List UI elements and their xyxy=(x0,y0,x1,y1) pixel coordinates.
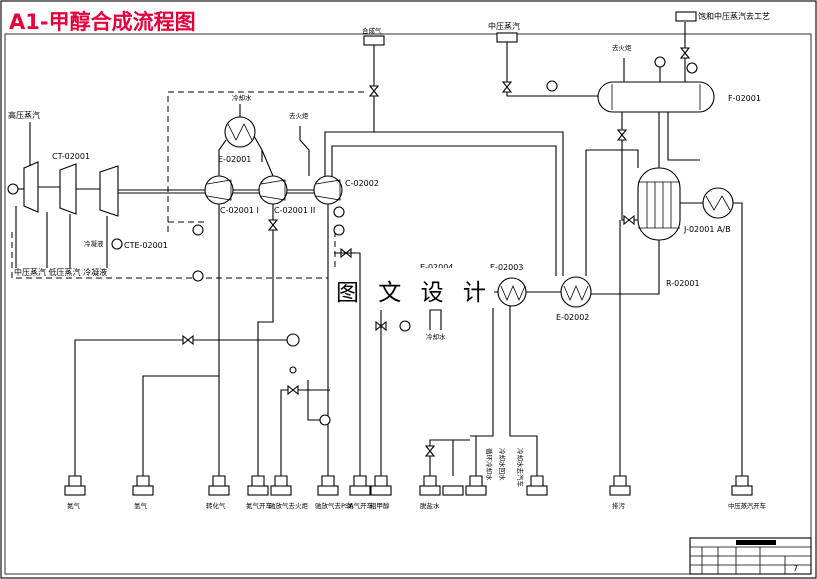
terminal-sat-steam-box xyxy=(675,11,697,22)
exchanger-e02003 xyxy=(497,277,527,307)
label-vert-1: 循环冷却水 xyxy=(485,448,494,481)
terminal-mp-steam-startup xyxy=(731,475,753,496)
intercooler-e02001 xyxy=(224,116,256,148)
label-bottom-steam: 中压蒸汽 低压蒸汽 冷凝液 xyxy=(14,267,107,277)
terminal-crude-methanol xyxy=(370,475,392,496)
terminal-label-8: 脱盐水 xyxy=(420,501,440,510)
label-r02001: R-02001 xyxy=(666,279,700,288)
terminal-mp-steam-box xyxy=(496,32,518,43)
title-block xyxy=(689,537,812,575)
label-c02002: C-02002 xyxy=(345,179,379,188)
terminal-nitrogen-startup-2 xyxy=(349,475,371,496)
label-e02001: E-02001 xyxy=(218,155,251,164)
label-to-torch-top: 去火炬 xyxy=(289,111,309,120)
steam-drum-f02001 xyxy=(597,81,715,113)
label-ct02001: CT-02001 xyxy=(52,152,90,161)
terminal-reformed-gas xyxy=(208,475,230,496)
label-e02004: E-02004 xyxy=(420,263,453,272)
terminal-label-1: 氢气 xyxy=(134,501,148,510)
terminal-label-6: 氮气开车 xyxy=(347,501,374,510)
compressor-c02001-stage-1 xyxy=(204,175,234,205)
terminal-label-4: 驰放气去火炬 xyxy=(269,501,309,510)
terminal-demineralized-water xyxy=(419,475,487,496)
reactor-r02001 xyxy=(637,167,681,241)
diagram-title: A1-甲醇合成流程图 xyxy=(9,10,196,34)
label-cte02001: CTE-02001 xyxy=(124,241,168,250)
label-mp-steam: 中压蒸汽 xyxy=(488,21,520,31)
terminal-label-0: 氮气 xyxy=(67,501,81,510)
label-syngas: 合成气 xyxy=(362,26,382,35)
inner-border xyxy=(4,33,812,575)
label-c02001-2: C-02001 II xyxy=(274,206,315,215)
label-c02001-1: C-02001 I xyxy=(220,206,259,215)
label-e02003: E-02003 xyxy=(490,263,523,272)
exchanger-e02002 xyxy=(560,276,592,308)
terminal-label-10: 中压蒸汽开车 xyxy=(728,501,767,510)
label-vert-3: 冷却水去汽车 xyxy=(516,448,525,488)
pump-j02001 xyxy=(702,187,734,219)
sheet-number: 7 xyxy=(793,564,798,573)
terminal-label-5: 驰放气去PSA xyxy=(315,501,354,510)
compressor-c02002 xyxy=(313,175,343,205)
dashed-control-loop-left xyxy=(11,232,336,279)
label-cooling-water-top: 冷却水 xyxy=(232,93,252,102)
label-j02001: J-02001 A/B xyxy=(683,225,731,234)
label-f02001: F-02001 xyxy=(728,94,761,103)
label-cooling-water-mid: 冷却水 xyxy=(426,332,446,341)
label-to-torch-drum: 去火炬 xyxy=(612,43,632,52)
label-vert-2: 冷却水回水 xyxy=(498,448,507,481)
compressor-c02001-stage-2 xyxy=(258,175,288,205)
terminal-nitrogen-startup xyxy=(247,475,269,496)
terminal-label-2: 转化气 xyxy=(206,501,226,510)
watermark-backing xyxy=(328,268,494,308)
label-condensate-small: 冷凝液 xyxy=(84,239,104,248)
terminal-label-9: 排污 xyxy=(612,501,626,510)
terminal-nitrogen xyxy=(64,475,86,496)
terminal-purge-to-psa xyxy=(317,475,339,496)
terminal-cooling-return xyxy=(526,475,548,496)
dashed-control-loop-top xyxy=(167,91,365,232)
terminal-syngas-box xyxy=(363,35,385,46)
terminal-hydrogen xyxy=(132,475,154,496)
terminal-purge-to-torch xyxy=(270,475,292,496)
label-high-pressure-steam: 高压蒸汽 xyxy=(8,110,40,120)
valve-syngas xyxy=(368,85,380,97)
watermark-text: 图 文 设 计 xyxy=(336,280,492,306)
steam-turbine-ct02001 xyxy=(7,161,119,217)
terminal-label-7: 粗甲醇 xyxy=(370,501,390,510)
label-sat-mp-steam: 饱和中压蒸汽去工艺 xyxy=(698,11,770,21)
terminal-blowdown xyxy=(609,475,631,496)
label-e02002: E-02002 xyxy=(556,313,589,322)
terminal-label-3: 氮气开车 xyxy=(246,501,273,510)
